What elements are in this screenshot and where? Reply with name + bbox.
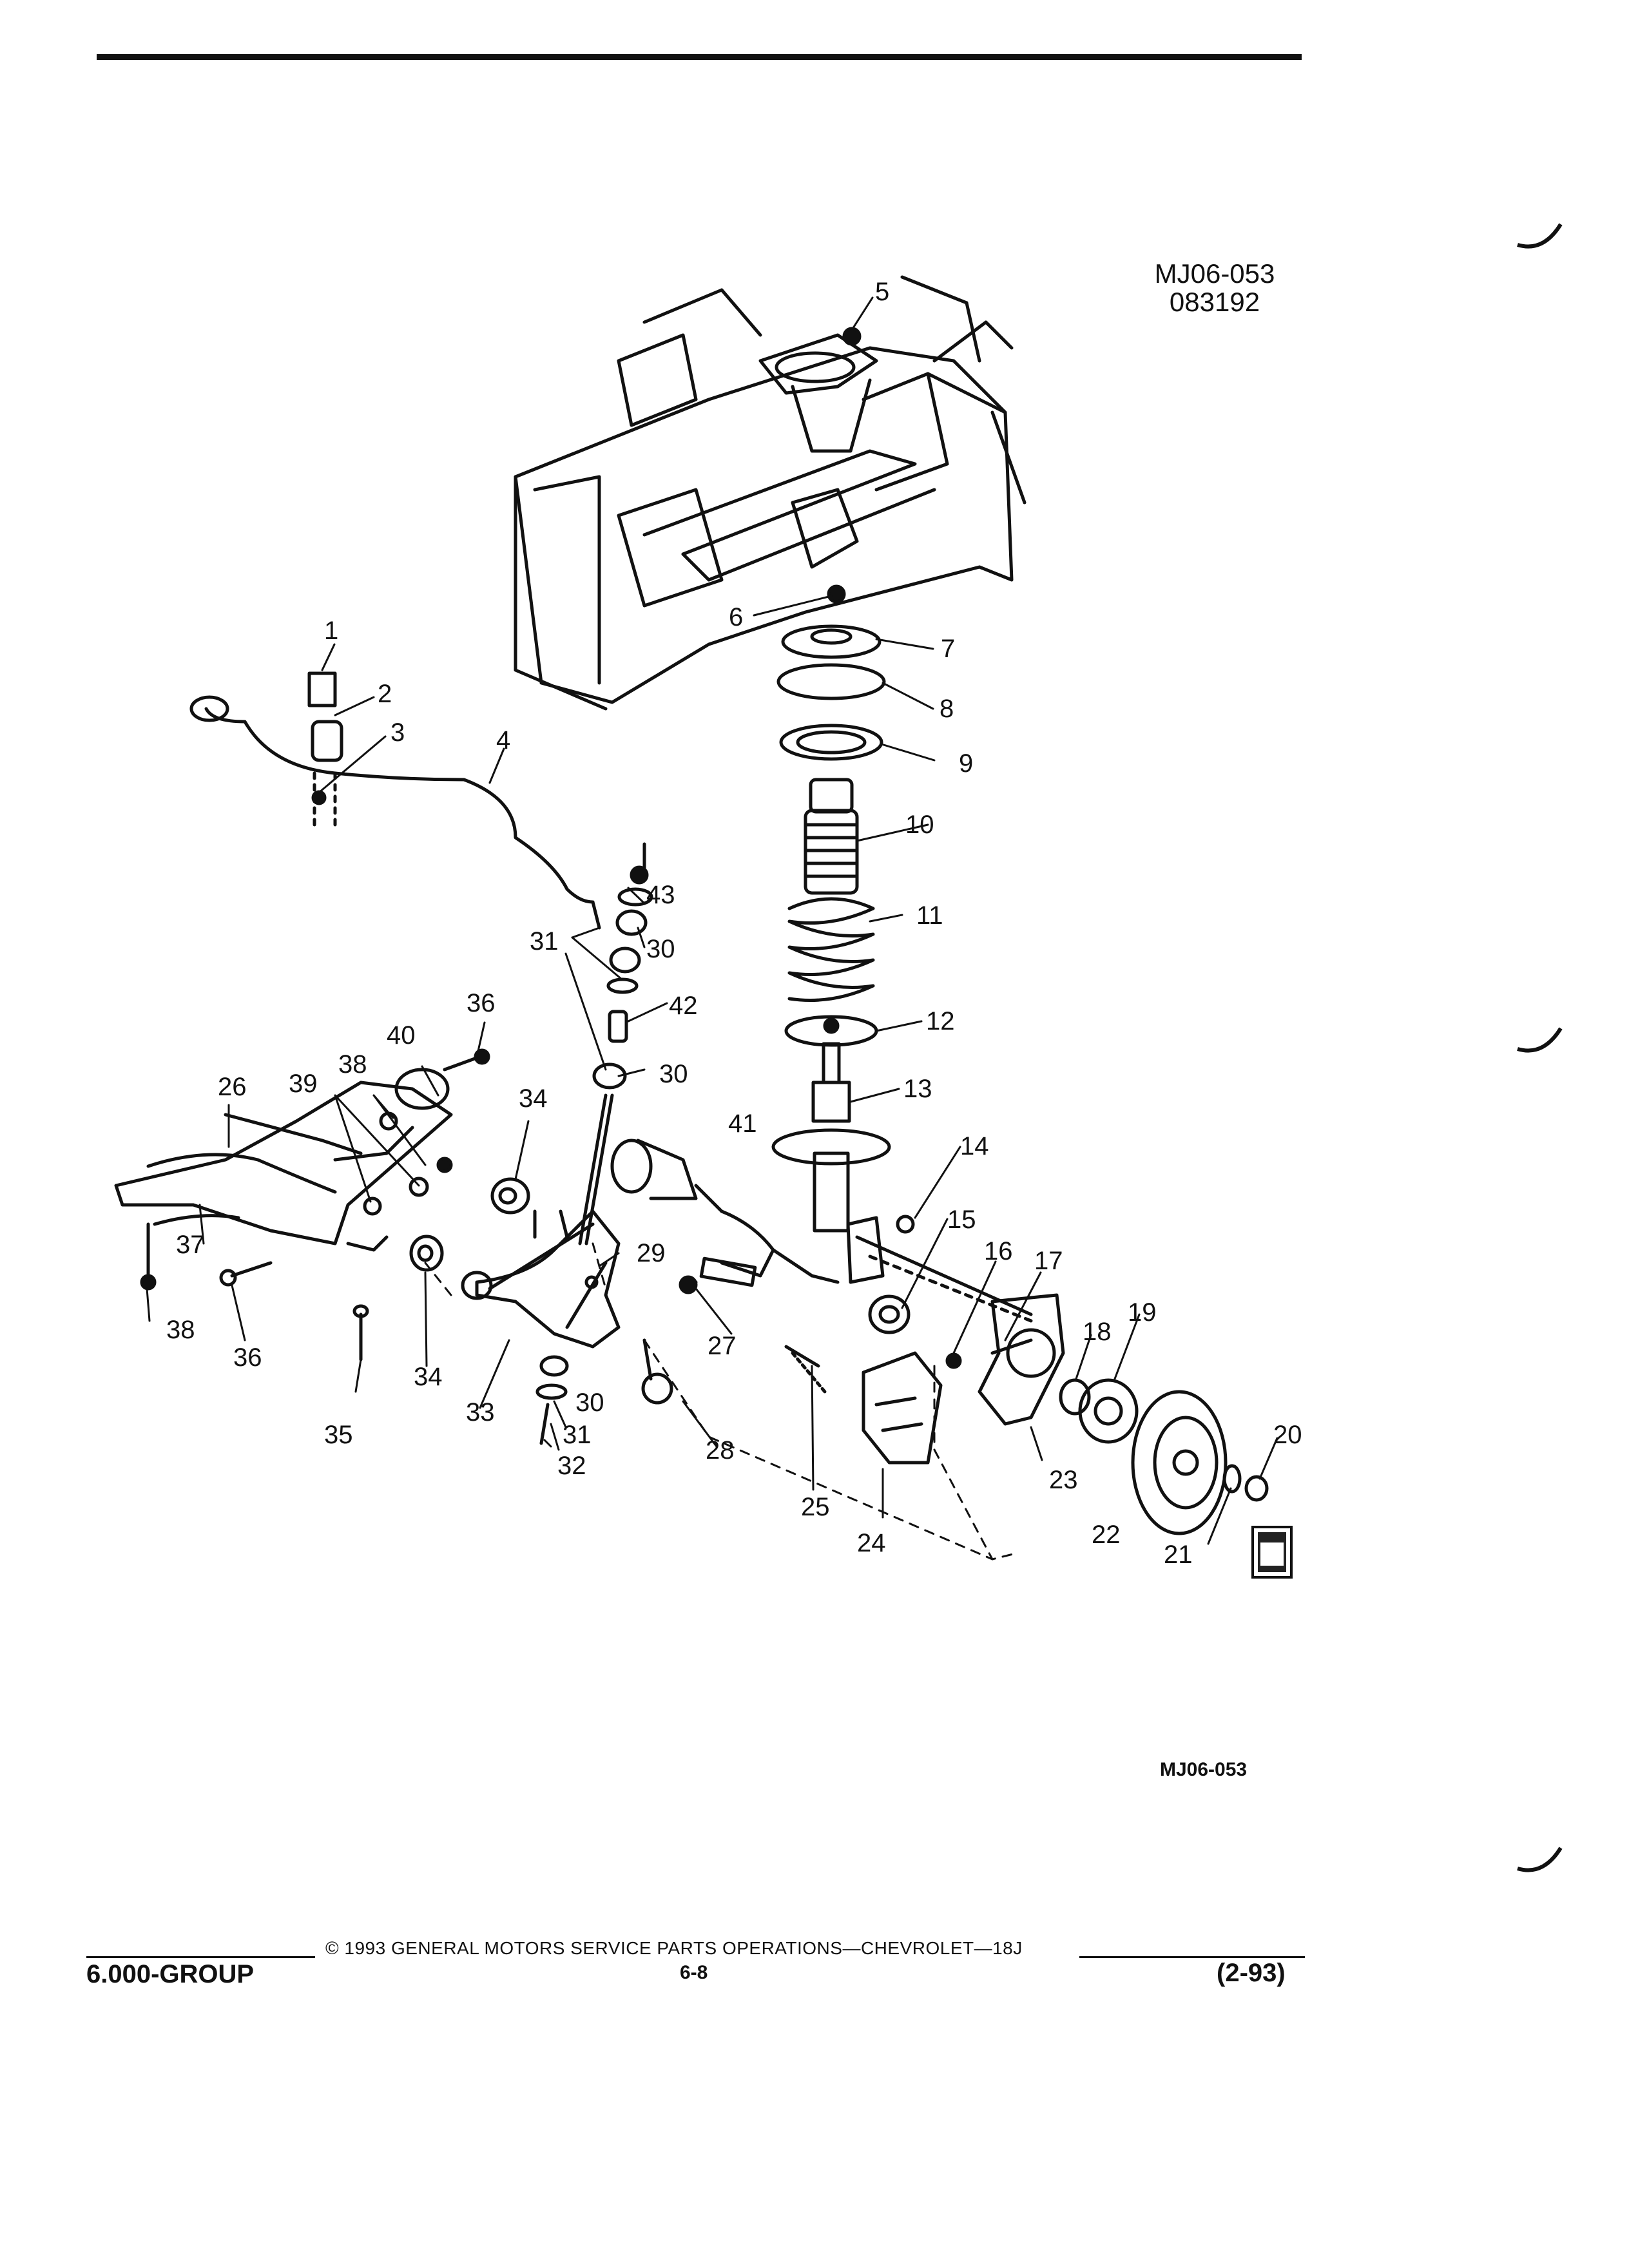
- callout: 6: [729, 603, 743, 631]
- footer-rule-left: [86, 1956, 315, 1958]
- callout: 34: [519, 1084, 548, 1113]
- callout: 19: [1128, 1298, 1157, 1327]
- page-number: 6-8: [680, 1962, 708, 1983]
- callout: 10: [905, 811, 934, 839]
- footer-group: 6.000-GROUP: [86, 1960, 255, 1988]
- figure-code: MJ06-053: [1154, 258, 1275, 289]
- callout-labels: 1 2 3 4 5 6 7 8 9 10 11 12 13 14 15 16 1…: [166, 278, 1302, 1569]
- body-frame-drawing: [514, 275, 1027, 711]
- callout: 20: [1273, 1421, 1302, 1449]
- callout: 11: [916, 901, 943, 930]
- callout: 21: [1164, 1541, 1193, 1569]
- leader-lines: [146, 296, 1278, 1545]
- footer-rule-right: [1079, 1956, 1305, 1958]
- callout: 4: [496, 726, 510, 754]
- callout: 31: [530, 927, 559, 956]
- callout: 9: [959, 749, 973, 778]
- knuckle-hub-rotor-drawing: [641, 1215, 1269, 1535]
- callout: 16: [984, 1237, 1013, 1265]
- callout: 2: [378, 680, 392, 708]
- callout: 5: [875, 278, 889, 306]
- footer-copyright: © 1993 GENERAL MOTORS SERVICE PARTS OPER…: [325, 1938, 1023, 1958]
- callout: 13: [903, 1075, 932, 1103]
- callout: 18: [1083, 1318, 1112, 1346]
- stabilizer-bar-drawing: [189, 671, 601, 930]
- callout: 36: [233, 1343, 262, 1372]
- callout: 30: [659, 1060, 688, 1088]
- figure-code-bottom: MJ06-053: [1160, 1759, 1248, 1780]
- callout: 29: [637, 1239, 666, 1267]
- callout: 39: [289, 1070, 318, 1098]
- callout: 37: [176, 1231, 205, 1259]
- binding-mark-icon: [1517, 223, 1563, 249]
- crossmember-drawing: [114, 1048, 490, 1361]
- callout: 42: [669, 992, 698, 1020]
- callout: 12: [926, 1007, 955, 1035]
- callout: 3: [390, 718, 405, 747]
- callout: 28: [706, 1436, 735, 1465]
- callout: 26: [218, 1073, 247, 1101]
- assembly-guide-lines: [424, 1242, 1019, 1561]
- binding-mark-icon: [1517, 1027, 1563, 1053]
- callout: 38: [166, 1316, 195, 1344]
- callout: 40: [387, 1021, 416, 1050]
- callout: 33: [466, 1398, 495, 1427]
- callout: 8: [940, 695, 954, 723]
- callout: 1: [324, 617, 338, 645]
- top-rule: [97, 54, 1302, 60]
- figure-date-code: 083192: [1169, 287, 1260, 317]
- callout: 15: [947, 1206, 976, 1234]
- callout: 43: [646, 881, 675, 909]
- callout: 34: [414, 1363, 443, 1391]
- callout: 30: [575, 1389, 604, 1417]
- callout: 22: [1092, 1521, 1121, 1549]
- binding-mark-icon: [1517, 1847, 1563, 1872]
- callout: 24: [857, 1529, 886, 1557]
- callout: 14: [960, 1132, 989, 1160]
- footer-date: (2-93): [1217, 1959, 1286, 1987]
- callout: 36: [467, 989, 496, 1017]
- callout: 41: [728, 1110, 757, 1138]
- callout: 25: [801, 1493, 830, 1521]
- callout: 38: [338, 1050, 367, 1079]
- drive-axle-drawing: [610, 1139, 840, 1287]
- callout: 17: [1034, 1247, 1063, 1275]
- callout: 7: [941, 635, 955, 663]
- stabilizer-link-drawing: [578, 842, 653, 1245]
- callout: 27: [708, 1332, 737, 1360]
- callout: 32: [557, 1452, 586, 1480]
- callout: 35: [324, 1421, 353, 1449]
- strut-assembly-drawing: [771, 327, 891, 1284]
- gm-spo-logo: [1251, 1526, 1293, 1579]
- callout: 23: [1049, 1466, 1078, 1494]
- control-arm-drawing: [409, 1177, 621, 1445]
- callout: 30: [646, 935, 675, 963]
- callout: 31: [563, 1421, 592, 1449]
